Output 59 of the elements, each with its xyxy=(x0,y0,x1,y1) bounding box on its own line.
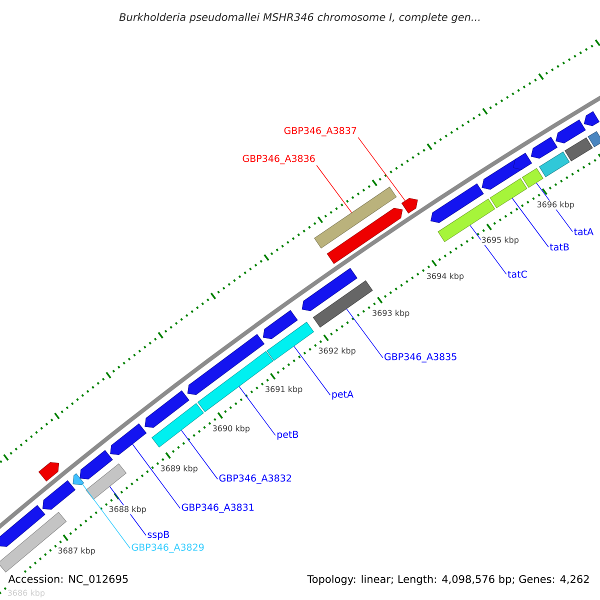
gene-bar xyxy=(588,131,600,148)
gene-pentagon xyxy=(430,183,484,223)
gene-pentagon xyxy=(302,268,358,312)
gene-pentagon xyxy=(530,136,558,159)
accession-text: Accession: NC_012695 xyxy=(7,574,130,586)
scale-label: 3694 kbp xyxy=(426,272,465,282)
gene-pentagon xyxy=(38,462,60,482)
gene-pentagon xyxy=(144,390,190,428)
gene-label: GBP346_A3835 xyxy=(384,353,456,362)
leader-line xyxy=(316,165,352,213)
title: Burkholderia pseudomallei MSHR346 chromosome I, complete gen... xyxy=(119,12,480,24)
gene-pentagon xyxy=(42,480,76,510)
gene-label: tatC xyxy=(508,270,527,278)
gene-label: GBP346_A3829 xyxy=(132,544,204,553)
gene-pentagon xyxy=(110,423,147,456)
gene-pentagon xyxy=(80,450,113,480)
scale-label: 3695 kbp xyxy=(480,236,520,245)
leader-line xyxy=(294,346,331,396)
gene-bar xyxy=(564,137,593,162)
leader-line xyxy=(132,444,180,509)
leader-line xyxy=(181,430,218,480)
gene-label: GBP346_A3831 xyxy=(182,504,254,513)
gene-pentagon xyxy=(326,208,403,264)
scale-label: 3693 kbp xyxy=(371,309,410,318)
gene-bar xyxy=(490,178,528,208)
leader-line xyxy=(346,308,384,358)
gene-bar xyxy=(539,152,570,178)
gene-bar xyxy=(312,280,373,328)
scale-label: 3696 kbp xyxy=(536,200,576,210)
gene-label: petA xyxy=(332,390,354,400)
gene-bar xyxy=(522,168,544,188)
leader-line xyxy=(358,137,406,202)
gene-pentagon xyxy=(72,473,84,486)
gene-label: tatA xyxy=(574,228,594,236)
gene-label: tatB xyxy=(550,243,569,251)
gene-pentagon xyxy=(584,111,600,126)
gene-label: GBP346_A3837 xyxy=(284,126,356,136)
scale-label: 3689 kbp xyxy=(160,464,199,474)
gene-pentagon xyxy=(556,120,586,144)
gene-label: GBP346_A3832 xyxy=(219,474,291,484)
gene-pentagon xyxy=(482,158,523,190)
gene-bar xyxy=(86,464,126,500)
leader-line xyxy=(512,198,549,248)
gene-pentagon xyxy=(0,505,46,547)
gene-bar xyxy=(314,186,397,248)
leader-line xyxy=(238,386,276,436)
genome-info-text: Topology: linear; Length: 4,098,576 bp; Genes: 4,262 xyxy=(306,574,591,586)
gene-bar xyxy=(152,403,204,448)
gene-pentagon xyxy=(262,310,298,340)
gene-pentagon xyxy=(187,334,264,395)
gene-label: sspB xyxy=(148,530,170,540)
gene-label: GBP346_A3836 xyxy=(242,154,315,164)
gene-label: petB xyxy=(277,430,298,440)
gene-pentagon xyxy=(513,152,532,170)
scale-label: 3690 kbp xyxy=(212,424,251,434)
leader-line xyxy=(82,484,130,549)
leader-line xyxy=(470,225,507,275)
gene-bar xyxy=(266,322,314,361)
gene-pentagon xyxy=(402,198,418,214)
